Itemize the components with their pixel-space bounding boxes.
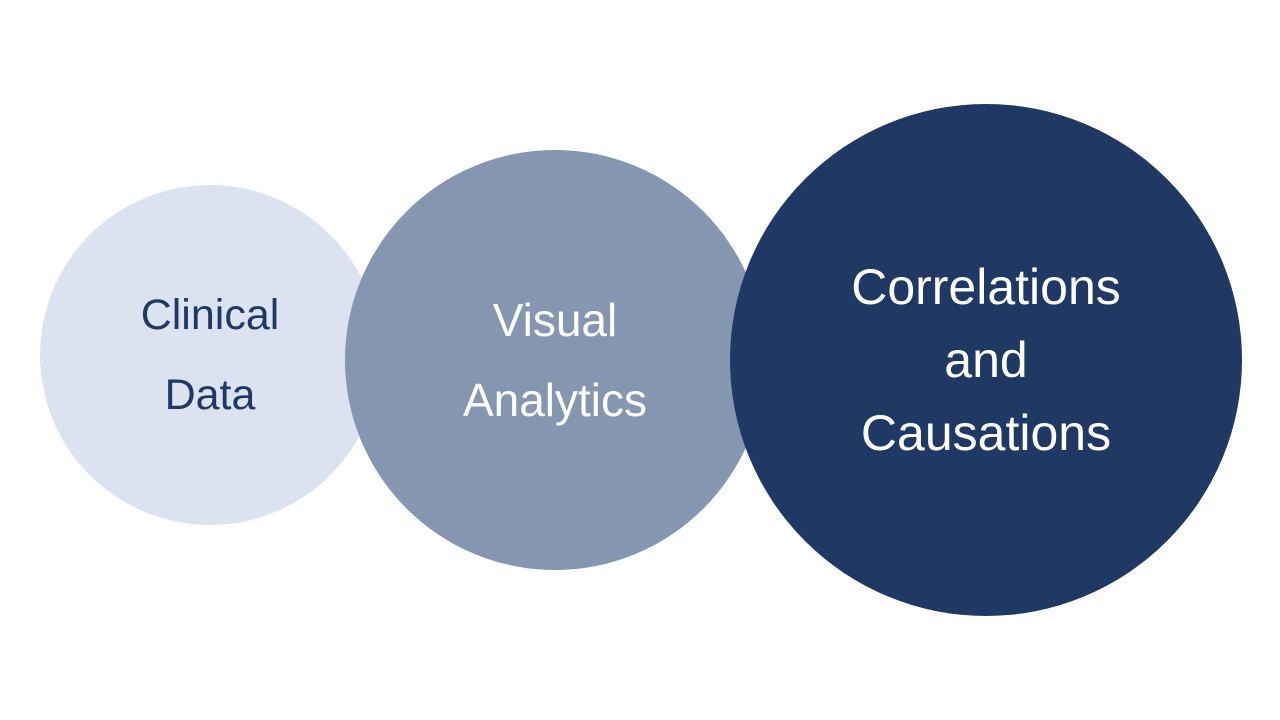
circle-correlations-and-causations: Correlations and Causations: [730, 104, 1242, 616]
label-line: and: [944, 331, 1028, 388]
circle-visual-analytics-label: Visual Analytics: [463, 280, 647, 440]
circle-visual-analytics: Visual Analytics: [345, 150, 765, 570]
label-line: Correlations: [851, 258, 1121, 315]
circle-correlations-and-causations-label: Correlations and Causations: [851, 251, 1121, 470]
label-line: Data: [164, 371, 256, 419]
label-line: Visual: [492, 294, 618, 346]
circle-clinical-data: Clinical Data: [40, 185, 380, 525]
label-line: Causations: [860, 404, 1112, 461]
label-line: Clinical: [140, 291, 280, 339]
circle-clinical-data-label: Clinical Data: [141, 275, 280, 435]
label-line: Analytics: [462, 374, 648, 426]
